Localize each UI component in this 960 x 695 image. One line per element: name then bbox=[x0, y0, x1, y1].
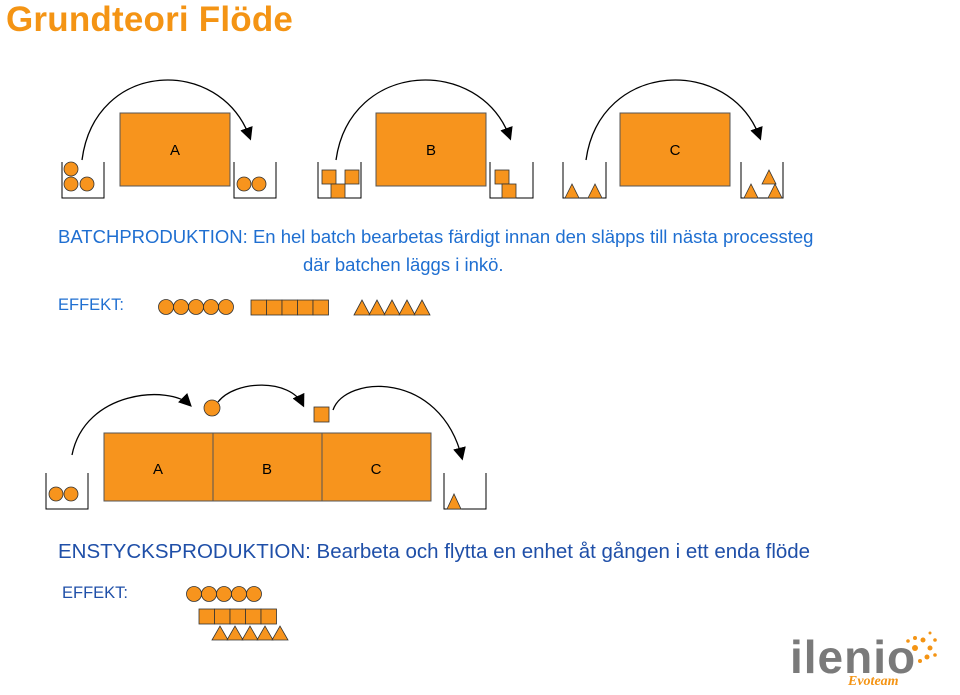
logo-subtitle: Evoteam bbox=[848, 674, 899, 689]
bin-triangle bbox=[767, 183, 783, 199]
single-arrow-1 bbox=[71, 393, 192, 456]
batch-process-box-c bbox=[619, 112, 731, 187]
bin-triangle bbox=[564, 183, 580, 199]
single-effect-shapes bbox=[186, 586, 289, 641]
moving-circle bbox=[203, 399, 221, 417]
batch-effect-label: EFFEKT: bbox=[58, 296, 125, 314]
moving-square bbox=[313, 406, 330, 423]
single-process-label-a: A bbox=[153, 461, 163, 478]
bin-square bbox=[494, 169, 510, 185]
batch-process-label-a: A bbox=[170, 142, 180, 159]
single-description: ENSTYCKSPRODUKTION: Bearbeta och flytta … bbox=[58, 540, 811, 563]
single-process-box-b bbox=[212, 432, 323, 502]
bin-circle bbox=[63, 161, 79, 177]
bin-circle bbox=[63, 176, 79, 192]
single-effect-label: EFFEKT: bbox=[62, 584, 129, 602]
bin-triangle bbox=[743, 183, 759, 199]
bin-triangle bbox=[761, 169, 777, 185]
single-process-label-c: C bbox=[371, 461, 382, 478]
batch-process-label-b: B bbox=[426, 142, 436, 159]
bin-circle bbox=[236, 176, 252, 192]
batch-process-box-b bbox=[375, 112, 487, 187]
bin-circle bbox=[79, 176, 95, 192]
batch-description-line2: där batchen läggs i inkö. bbox=[303, 254, 504, 275]
bin-square bbox=[330, 183, 346, 199]
bin-circle bbox=[251, 176, 267, 192]
single-arrow-2 bbox=[217, 384, 305, 408]
single-bins bbox=[45, 473, 487, 510]
bin-square bbox=[321, 169, 337, 185]
batch-process-box-a bbox=[119, 112, 231, 187]
bin-triangle bbox=[446, 493, 462, 510]
bin-circle bbox=[48, 486, 64, 502]
single-process-box-a bbox=[103, 432, 214, 502]
batch-process-label-c: C bbox=[670, 142, 681, 159]
bin-circle bbox=[63, 486, 79, 502]
bin-triangle bbox=[587, 183, 603, 199]
bin-square bbox=[501, 183, 517, 199]
page-title: Grundteori Flöde bbox=[6, 0, 294, 39]
single-process-label-b: B bbox=[262, 461, 272, 478]
bin-square bbox=[344, 169, 360, 185]
logo-name: ilenio bbox=[790, 631, 917, 683]
batch-arrow-a bbox=[81, 79, 253, 161]
single-arrow-3 bbox=[332, 385, 466, 461]
batch-arrow-b bbox=[335, 79, 513, 161]
batch-description-line1: BATCHPRODUKTION: En hel batch bearbetas … bbox=[58, 226, 814, 247]
batch-effect-shapes bbox=[158, 299, 431, 316]
logo-dots-icon bbox=[906, 631, 937, 663]
single-process-box-c bbox=[321, 432, 432, 502]
batch-arrow-c bbox=[585, 79, 763, 161]
